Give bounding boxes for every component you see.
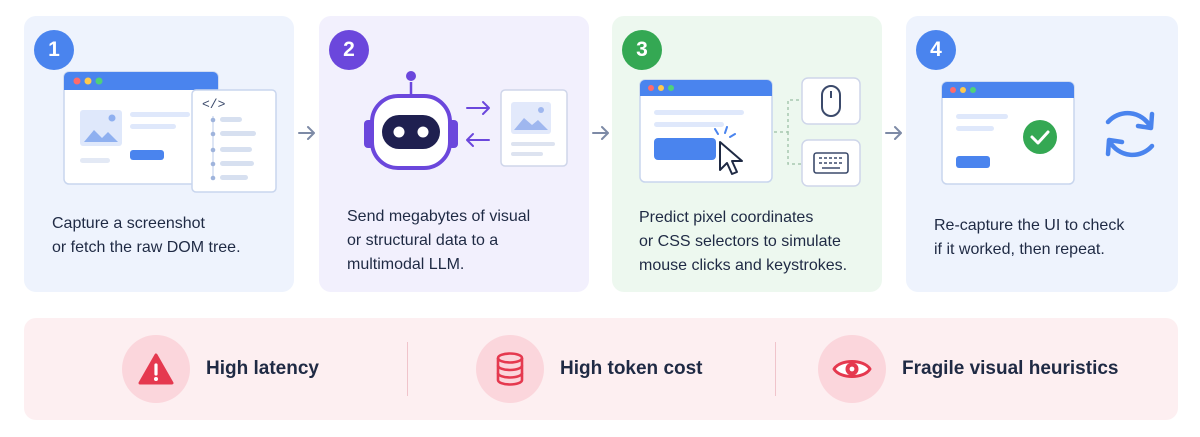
drawback-label: High latency xyxy=(206,358,319,379)
step-card-3: 3 Predict p xyxy=(612,16,882,292)
exchange-arrows-icon xyxy=(466,101,490,147)
refresh-cycle-icon xyxy=(1105,110,1155,158)
step-1-illustration: </> xyxy=(63,71,277,193)
eye-icon xyxy=(818,335,886,403)
step-description: Capture a screenshot or fetch the raw DO… xyxy=(52,215,241,256)
step-4-illustration xyxy=(941,81,1155,185)
database-icon xyxy=(476,335,544,403)
step-description: Predict pixel coordinates or CSS selecto… xyxy=(639,209,848,274)
arrow-right-icon xyxy=(592,126,609,140)
drawback-label: High token cost xyxy=(560,358,703,379)
step-card-4: 4 Re-capture the UI to check if it worke… xyxy=(906,16,1178,292)
step-number-badge: 1 xyxy=(34,30,74,70)
drawback-fragile-heuristics: Fragile visual heuristics xyxy=(818,318,1118,420)
step-description: Re-capture the UI to check if it worked,… xyxy=(934,217,1125,258)
mouse-icon xyxy=(801,77,861,125)
step-number-badge: 2 xyxy=(329,30,369,70)
connector-lines xyxy=(774,99,802,165)
drawback-token-cost: High token cost xyxy=(476,318,703,420)
divider xyxy=(775,342,776,396)
browser-window-icon xyxy=(63,71,219,185)
browser-window-icon xyxy=(639,79,773,183)
warning-icon xyxy=(122,335,190,403)
step-2-illustration xyxy=(364,71,568,170)
robot-icon xyxy=(364,71,458,170)
keyboard-icon xyxy=(801,139,861,187)
step-card-1: 1 </> xyxy=(24,16,294,292)
check-icon xyxy=(1023,120,1057,154)
drawback-latency: High latency xyxy=(122,318,319,420)
step-3-illustration xyxy=(639,77,861,187)
arrow-right-icon xyxy=(298,126,315,140)
cursor-click-icon xyxy=(714,126,743,175)
arrow-right-icon xyxy=(885,126,902,140)
step-description: Send megabytes of visual or structural d… xyxy=(347,208,531,273)
drawbacks-banner: High latency High token cost Fragile vis… xyxy=(24,318,1178,420)
browser-window-icon xyxy=(941,81,1075,185)
svg-text:</>: </> xyxy=(202,97,226,112)
divider xyxy=(407,342,408,396)
step-card-2: 2 Send megabytes of visual or structural xyxy=(319,16,589,292)
step-number-badge: 3 xyxy=(622,30,662,70)
code-tree-icon: </> xyxy=(191,89,277,193)
drawback-label: Fragile visual heuristics xyxy=(902,358,1119,379)
image-document-icon xyxy=(500,89,568,167)
step-number-badge: 4 xyxy=(916,30,956,70)
